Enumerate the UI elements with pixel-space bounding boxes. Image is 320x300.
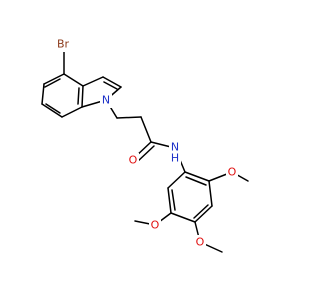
amide-nitrogen-label: N [171,141,179,154]
methoxy-oxygen-atom: O [226,165,238,179]
molecule-diagram: Br N O N H O O [41,37,249,253]
bond [116,116,142,119]
bond [81,85,84,108]
bond [194,205,213,223]
bond [61,106,83,118]
bond [171,189,176,211]
bond [136,145,155,163]
bond [77,87,80,105]
bond [82,76,104,87]
methoxy-oxygen-label: O [228,166,237,179]
bond [63,73,84,87]
bond [170,212,196,223]
bond-layer [41,51,249,253]
methoxy-oxygen-label: O [196,236,205,249]
bond [41,103,63,118]
bond [167,187,172,214]
methoxy-oxygen-label: O [151,219,160,232]
bond [185,176,207,186]
bond [184,171,210,182]
bond [41,83,45,105]
methoxy-oxygen-atom: O [194,235,206,249]
indole-nitrogen-atom: N [100,94,112,108]
bond [43,73,65,85]
carbonyl-oxygen-atom: O [127,153,139,167]
bromine-label: Br [57,38,70,51]
bond [193,204,209,219]
amide-nitrogen-atom: N H [169,141,181,165]
bond [208,180,213,207]
structure-drawing: Br N O N H O O [41,37,249,253]
bond [44,78,61,88]
carbonyl-oxygen-label: O [129,154,138,167]
methoxy-oxygen-atom: O [149,218,161,232]
bond [140,116,152,143]
bond [45,103,61,114]
indole-nitrogen-label: N [102,94,110,107]
bond [102,76,122,88]
atom-label-layer: Br N O N H O O [52,37,238,249]
bromine-atom: Br [52,37,76,52]
bond [167,171,186,189]
amide-hydrogen-label: H [171,152,179,165]
bond [103,81,118,90]
